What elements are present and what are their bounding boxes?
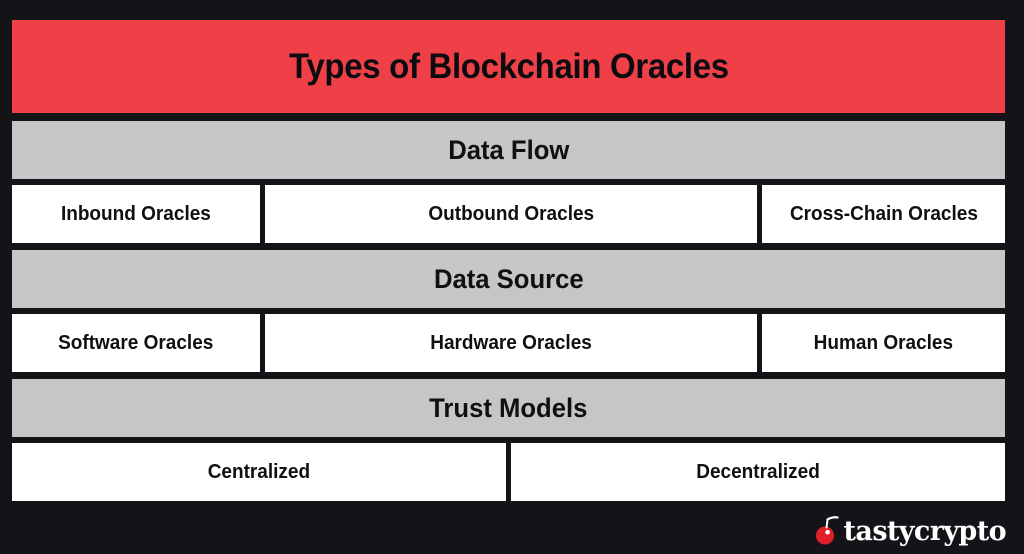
section-header-label: Data Flow [447,134,570,165]
section-header-data-flow: Data Flow [12,121,1005,179]
cell-cross-chain-oracles[interactable]: Cross-Chain Oracles [762,185,1005,243]
section-data-source: Data Source Software Oracles Hardware Or… [12,250,1005,372]
row-trust-models: Centralized Decentralized [12,443,1005,501]
cell-software-oracles[interactable]: Software Oracles [12,314,260,372]
cell-decentralized[interactable]: Decentralized [511,443,1005,501]
cell-label: Human Oracles [813,331,954,354]
cell-label: Decentralized [696,460,820,483]
cell-outbound-oracles[interactable]: Outbound Oracles [265,185,757,243]
title-bar: Types of Blockchain Oracles [12,20,1005,113]
section-header-label: Trust Models [429,392,588,423]
cell-label: Hardware Oracles [430,331,592,354]
section-trust-models: Trust Models Centralized Decentralized [12,379,1005,501]
cell-label: Inbound Oracles [61,202,211,225]
brand-logo: tastycrypto [814,515,1007,547]
cell-label: Outbound Oracles [428,202,594,225]
page-title: Types of Blockchain Oracles [288,46,729,86]
cherry-icon [814,516,840,546]
infographic-stack: Types of Blockchain Oracles Data Flow In… [12,20,1005,508]
section-header-data-source: Data Source [12,250,1005,308]
section-data-flow: Data Flow Inbound Oracles Outbound Oracl… [12,121,1005,243]
cell-centralized[interactable]: Centralized [12,443,506,501]
section-header-label: Data Source [433,263,584,294]
cell-hardware-oracles[interactable]: Hardware Oracles [265,314,757,372]
cell-label: Software Oracles [58,331,214,354]
row-data-source: Software Oracles Hardware Oracles Human … [12,314,1005,372]
row-data-flow: Inbound Oracles Outbound Oracles Cross-C… [12,185,1005,243]
cell-human-oracles[interactable]: Human Oracles [762,314,1005,372]
cell-label: Cross-Chain Oracles [789,202,978,225]
cell-label: Centralized [207,460,311,483]
cell-inbound-oracles[interactable]: Inbound Oracles [12,185,260,243]
logo-wordmark: tastycrypto [843,515,1007,547]
section-header-trust-models: Trust Models [12,379,1005,437]
